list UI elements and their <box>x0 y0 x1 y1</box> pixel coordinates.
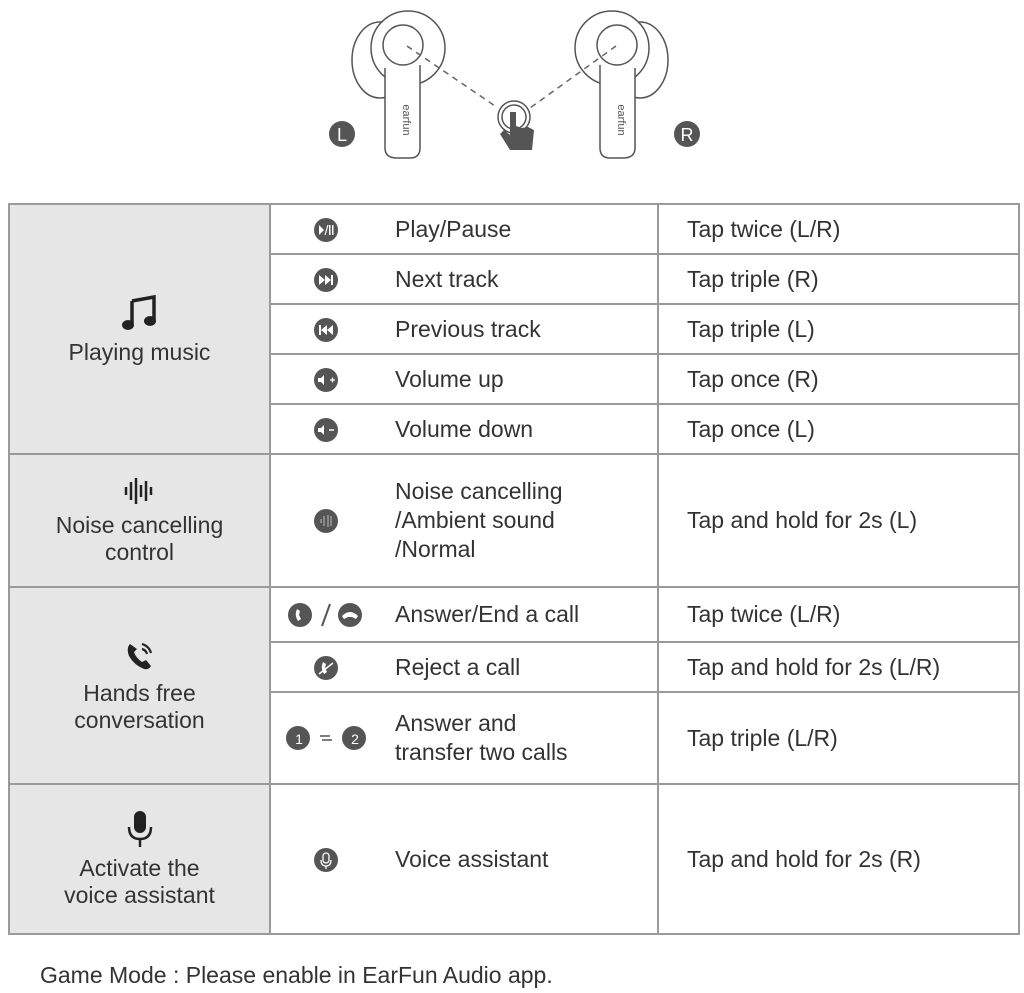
operation-label: Tap triple (L/R) <box>657 691 1020 785</box>
function-label-line: transfer two calls <box>395 739 568 765</box>
table-row: Reject a call Tap and hold for 2s (L/R) <box>9 641 1020 693</box>
microphone-icon <box>127 811 152 847</box>
right-label: R <box>681 125 694 145</box>
voice-assistant-icon <box>314 847 338 872</box>
operation-label: Tap and hold for 2s (L/R) <box>657 641 1020 693</box>
operation-label: Tap once (R) <box>657 353 1020 405</box>
volume-down-icon <box>314 417 338 442</box>
operation-label: Tap once (L) <box>657 403 1020 455</box>
category-label-line1: Activate the <box>79 855 200 881</box>
table-row: Next track Tap triple (R) <box>9 253 1020 305</box>
table-row: Activate the voice assistant Voice assis… <box>8 783 1020 935</box>
music-note-icon <box>121 294 156 330</box>
answer-end-call-icon <box>288 602 362 627</box>
operation-label: Tap and hold for 2s (R) <box>657 783 1020 935</box>
function-label: Volume down <box>381 403 659 455</box>
function-label-line: Noise cancelling <box>395 478 563 504</box>
operation-label: Tap twice (L/R) <box>657 586 1020 643</box>
function-label: Previous track <box>381 303 659 355</box>
play-pause-icon <box>314 217 338 242</box>
noise-cancelling-icon <box>314 509 338 534</box>
svg-text:1: 1 <box>295 731 303 747</box>
table-row: Hands free conversation Answer/End a cal… <box>8 586 1020 785</box>
sound-wave-icon <box>124 477 152 504</box>
reject-call-icon <box>314 655 338 680</box>
category-hands-free: Hands free conversation <box>8 586 271 785</box>
phone-call-icon <box>127 642 152 669</box>
category-label-line2: conversation <box>74 706 205 733</box>
left-label: L <box>337 125 347 145</box>
function-label: Answer/End a call <box>381 586 659 643</box>
table-row: Playing music Play/Pause Tap twice (L/R) <box>8 203 1020 455</box>
function-label: Volume up <box>381 353 659 405</box>
function-label-line: Answer and <box>395 710 517 736</box>
table-row: Noise cancelling control Noise cancellin… <box>8 453 1020 588</box>
operation-label: Tap triple (R) <box>657 253 1020 305</box>
svg-text:2: 2 <box>351 731 359 747</box>
next-track-icon <box>314 267 338 292</box>
table-row: Volume up Tap once (R) <box>9 353 1020 405</box>
controls-table: Playing music Play/Pause Tap twice (L/R)… <box>8 203 1020 935</box>
category-label-line1: Noise cancelling <box>55 511 224 538</box>
category-label-line2: voice assistant <box>64 882 215 908</box>
table-row: Previous track Tap triple (L) <box>9 303 1020 355</box>
category-noise-cancelling: Noise cancelling control <box>8 453 271 588</box>
volume-up-icon <box>314 367 338 392</box>
category-playing-music: Playing music <box>8 203 271 455</box>
function-label: Voice assistant <box>381 783 659 935</box>
table-row: Volume down Tap once (L) <box>9 403 1020 455</box>
game-mode-note: Game Mode : Please enable in EarFun Audi… <box>40 962 553 988</box>
earbuds-illustration: earfun earfun L R <box>300 0 720 170</box>
category-label-line2: control <box>104 538 175 565</box>
function-label: Next track <box>381 253 659 305</box>
function-label-line: /Ambient sound <box>395 507 555 533</box>
function-label: Reject a call <box>381 641 659 693</box>
brand-text-right: earfun <box>615 104 627 135</box>
category-label-line1: Hands free <box>83 679 196 706</box>
function-label: Play/Pause <box>381 203 659 255</box>
category-label: Playing music <box>68 338 211 365</box>
operation-label: Tap triple (L) <box>657 303 1020 355</box>
operation-label: Tap and hold for 2s (L) <box>657 453 1020 588</box>
function-label-line: /Normal <box>395 536 476 562</box>
brand-text-left: earfun <box>400 104 412 135</box>
category-voice-assistant: Activate the voice assistant <box>8 783 271 935</box>
previous-track-icon <box>314 317 338 342</box>
operation-label: Tap twice (L/R) <box>657 203 1020 255</box>
